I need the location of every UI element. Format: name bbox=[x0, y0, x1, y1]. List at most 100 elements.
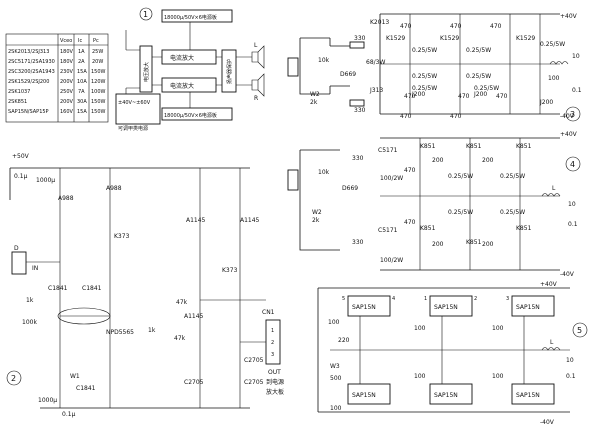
section-5-schematic: 5 +40V -40V SAP15N SAP15N SAP15N SAP15N … bbox=[317, 281, 588, 426]
section-4-schematic: 4 C5171 C5171 D669 330 330 470 470 100/2… bbox=[287, 131, 581, 278]
r025-label: 0.25/5W bbox=[540, 41, 565, 48]
k1529-label: K1529 bbox=[516, 35, 535, 42]
c2705-label: C2705 bbox=[244, 379, 264, 386]
c5171-label: C5171 bbox=[378, 147, 398, 154]
spec-cell: 150W bbox=[91, 99, 106, 105]
k1529-label: K1529 bbox=[386, 35, 405, 42]
cn1-label: CN1 bbox=[262, 309, 275, 316]
r025-label: 0.25/5W bbox=[500, 173, 525, 180]
r025-label: 0.25/5W bbox=[466, 73, 491, 80]
to-psu-label: 到电源 bbox=[266, 378, 284, 386]
r470-label: 470 bbox=[400, 23, 412, 30]
cap-bottom-box bbox=[161, 107, 233, 121]
a1145-label: A1145 bbox=[240, 217, 260, 224]
spec-cell: 30A bbox=[77, 99, 87, 105]
inductor-label: L bbox=[550, 339, 554, 346]
r470-label: 470 bbox=[404, 219, 416, 226]
inductor-label: L bbox=[552, 185, 556, 192]
r025-label: 0.25/5W bbox=[412, 47, 437, 54]
r025-label: 0.25/5W bbox=[448, 209, 473, 216]
r1k-label: 1k bbox=[148, 327, 156, 334]
c01u-label: 0.1μ bbox=[62, 411, 76, 418]
r330-label: 330 bbox=[354, 35, 366, 42]
cap-top-label: 18000μ/50V×6电源板 bbox=[164, 14, 217, 21]
cap-top-box bbox=[161, 9, 233, 23]
w2-label: W2 bbox=[310, 91, 320, 98]
r100-label: 100 bbox=[330, 405, 342, 412]
spec-cell: 200V bbox=[60, 79, 74, 85]
pin-label: 2 bbox=[474, 296, 477, 302]
c1000u-label: 1000μ bbox=[38, 397, 57, 404]
spec-header-pc: Pc bbox=[93, 38, 99, 44]
pin-label: 3 bbox=[506, 296, 509, 302]
sap15n-chip bbox=[347, 383, 391, 405]
sap15n-label: SAP15N bbox=[516, 392, 540, 399]
sap15n-label: SAP15N bbox=[434, 304, 458, 311]
a988-label: A988 bbox=[58, 195, 74, 202]
speaker-l-label: L bbox=[254, 42, 258, 49]
spec-table: Vceo Ic Pc 2SK2013/2SJ313 180V 1A 25W 2S… bbox=[5, 33, 109, 123]
spec-row: 2SK1529/2SJ200 200V 10A 120W bbox=[8, 79, 106, 85]
speaker-prot-box bbox=[221, 49, 237, 93]
k851-label: K851 bbox=[516, 225, 532, 232]
r470-label: 470 bbox=[458, 93, 470, 100]
r470-label: 470 bbox=[404, 167, 416, 174]
r100-label: 100 bbox=[414, 325, 426, 332]
section-5-number: 5 bbox=[577, 326, 582, 335]
inductor-icon bbox=[541, 347, 561, 351]
c2705-label: C2705 bbox=[244, 357, 264, 364]
r330-label: 330 bbox=[352, 155, 364, 162]
spec-cell: 2SK1529/2SJ200 bbox=[8, 79, 49, 85]
r200-label: 200 bbox=[482, 157, 494, 164]
r470-label: 470 bbox=[490, 23, 502, 30]
r200-label: 200 bbox=[432, 241, 444, 248]
k851-label: K851 bbox=[466, 239, 482, 246]
spec-cell: 20W bbox=[92, 59, 103, 65]
spec-row: 2SC5171/2SA1930 180V 2A 20W bbox=[8, 59, 103, 65]
section-1-marker bbox=[139, 7, 153, 21]
section-1-number: 1 bbox=[143, 10, 148, 19]
spec-row: SAP15N/SAP15P 160V 15A 150W bbox=[8, 109, 106, 115]
r47k-label: 47k bbox=[176, 299, 188, 306]
sap15n-label: SAP15N bbox=[352, 392, 376, 399]
r10k-label: 10k bbox=[318, 169, 330, 176]
j200-label: J200 bbox=[539, 99, 553, 106]
sap15n-label: SAP15N bbox=[434, 392, 458, 399]
section-4-number: 4 bbox=[570, 160, 575, 169]
inductor-icon bbox=[541, 193, 561, 197]
npd5565-label: NPD5565 bbox=[106, 329, 134, 336]
pin-label: 5 bbox=[342, 296, 345, 302]
spec-header-ic: Ic bbox=[78, 38, 82, 44]
spec-row: 2SK851 200V 30A 150W bbox=[8, 99, 106, 105]
r47k-label: 47k bbox=[174, 335, 186, 342]
r200-label: 200 bbox=[482, 241, 494, 248]
spec-cell: 25W bbox=[92, 49, 103, 55]
r025-label: 0.25/5W bbox=[448, 173, 473, 180]
spec-cell: 150W bbox=[91, 69, 106, 75]
psu-box bbox=[115, 93, 161, 125]
pin-label: 1 bbox=[424, 296, 427, 302]
w1-label: W1 bbox=[70, 373, 80, 380]
spec-cell: 230V bbox=[60, 69, 74, 75]
r1k-label: 1k bbox=[26, 297, 34, 304]
k373-label: K373 bbox=[222, 267, 238, 274]
r470-label: 470 bbox=[450, 23, 462, 30]
a988-label: A988 bbox=[106, 185, 122, 192]
r10-label: 10 bbox=[568, 201, 576, 208]
r200-label: 200 bbox=[432, 157, 444, 164]
r100k-label: 100k bbox=[22, 319, 37, 326]
c01-label: 0.1 bbox=[568, 221, 578, 228]
volt-amp-box bbox=[139, 45, 153, 93]
spec-cell: 180V bbox=[60, 49, 74, 55]
k1529-label: K1529 bbox=[440, 35, 459, 42]
section-2-schematic: 2 +50V 0.1μ 1000μ A988 A988 K373 K373 A1… bbox=[6, 153, 284, 418]
spec-cell: 2SC5171/2SA1930 bbox=[8, 59, 55, 65]
r100-label: 100 bbox=[414, 373, 426, 380]
vplus-label: +40V bbox=[560, 13, 578, 20]
section-5-marker bbox=[572, 322, 588, 338]
c1841-label: C1841 bbox=[82, 285, 102, 292]
pin-label: 2 bbox=[271, 340, 274, 346]
section-3-schematic: 3 330 330 K2013 J313 D669 10k W2 2k 68/3… bbox=[287, 13, 582, 122]
